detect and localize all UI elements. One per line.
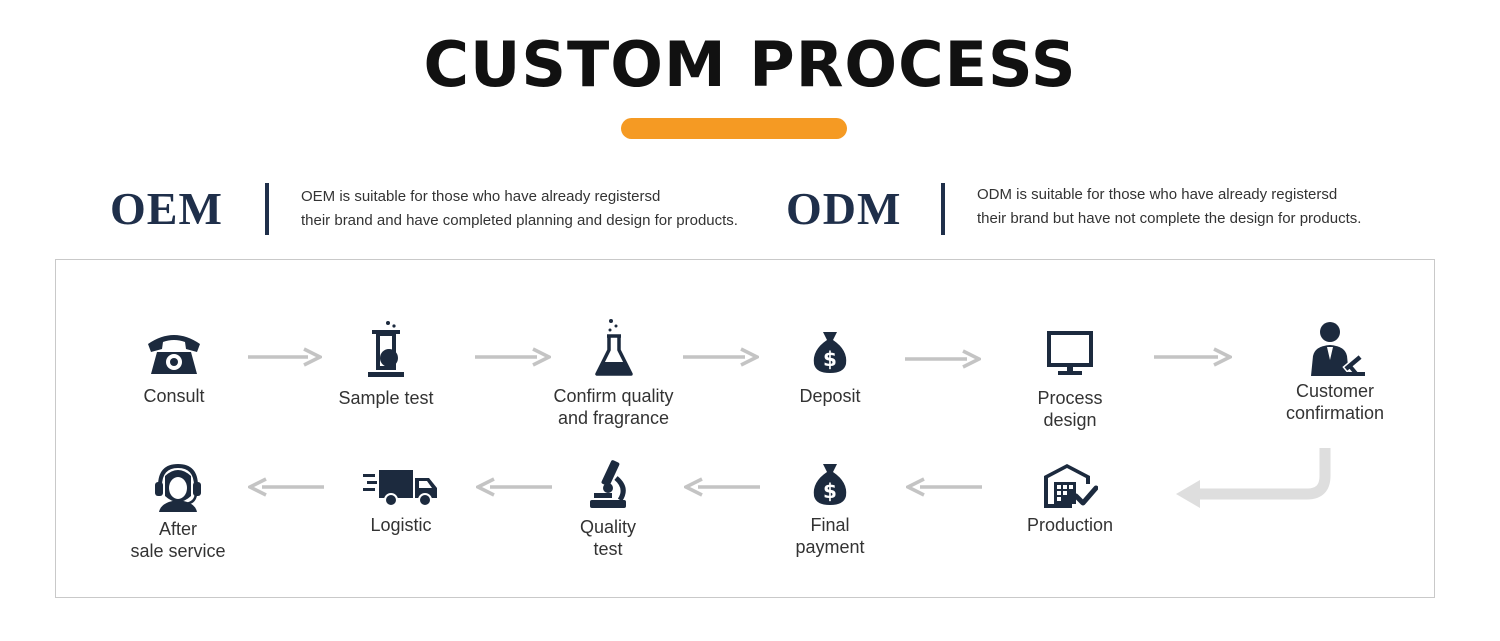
flow-arrow-right <box>683 347 759 367</box>
flow-arrow-left <box>906 477 982 497</box>
page-title: CUSTOM PROCESS <box>423 28 1077 101</box>
flow-arrow-uturn <box>1176 448 1331 508</box>
flow-arrow-left <box>684 477 760 497</box>
money-bag-icon: $ <box>813 464 847 505</box>
monitor-icon <box>1047 331 1093 375</box>
odm-description-line: ODM is suitable for those who have alrea… <box>977 186 1338 203</box>
step-label: Final payment <box>795 515 865 557</box>
svg-text:$: $ <box>823 479 837 503</box>
step-final-payment: $ Final payment <box>780 462 880 558</box>
odm-description-line: their brand but have not complete the de… <box>977 210 1362 227</box>
warehouse-check-icon <box>1044 464 1098 508</box>
process-panel <box>55 259 1435 598</box>
step-label: Consult <box>143 386 205 406</box>
beaker-icon <box>368 321 404 377</box>
flow-arrow-right <box>475 347 551 367</box>
step-label: Sample test <box>338 388 434 408</box>
step-sample-test: Sample test <box>321 320 451 409</box>
step-process-design: Process design <box>1015 330 1125 431</box>
microscope-icon <box>590 460 626 508</box>
step-logistic: Logistic <box>351 466 451 536</box>
flow-arrow-right <box>248 347 322 367</box>
odm-heading: ODM <box>786 183 902 234</box>
svg-text:$: $ <box>823 347 837 371</box>
odm-description: ODM is suitable for those who have alrea… <box>977 183 1361 231</box>
oem-divider <box>265 183 269 235</box>
step-customer-confirmation: Customer confirmation <box>1270 320 1400 424</box>
step-deposit: $ Deposit <box>780 330 880 407</box>
step-label: Quality test <box>579 517 637 559</box>
oem-description: OEM is suitable for those who have alrea… <box>301 185 738 233</box>
title-underline <box>621 118 847 139</box>
step-label: After sale service <box>130 519 226 561</box>
oem-heading: OEM <box>110 183 223 234</box>
step-confirm-quality: Confirm quality and fragrance <box>536 318 691 429</box>
telephone-icon <box>148 335 200 374</box>
odm-divider <box>941 183 945 235</box>
step-label: Customer confirmation <box>1285 381 1385 423</box>
step-production: Production <box>1010 462 1130 536</box>
judge-gavel-icon <box>1311 322 1365 376</box>
oem-description-line: their brand and have completed planning … <box>301 212 738 229</box>
flow-arrow-right <box>905 349 981 369</box>
flow-arrow-left <box>476 477 552 497</box>
flow-arrow-right <box>1154 347 1232 367</box>
oem-description-line: OEM is suitable for those who have alrea… <box>301 188 661 205</box>
truck-icon <box>363 470 437 507</box>
step-label: Production <box>1026 515 1114 535</box>
headset-agent-icon <box>155 463 201 512</box>
step-quality-test: Quality test <box>558 458 658 560</box>
step-consult: Consult <box>114 330 234 407</box>
step-label: Deposit <box>799 386 861 406</box>
step-label: Process design <box>1037 388 1103 430</box>
step-after-sale-service: After sale service <box>118 462 238 562</box>
flow-arrow-left <box>248 477 324 497</box>
step-label: Confirm quality and fragrance <box>553 386 674 428</box>
flask-icon <box>594 319 633 376</box>
step-label: Logistic <box>370 515 432 535</box>
money-bag-icon: $ <box>813 332 847 373</box>
